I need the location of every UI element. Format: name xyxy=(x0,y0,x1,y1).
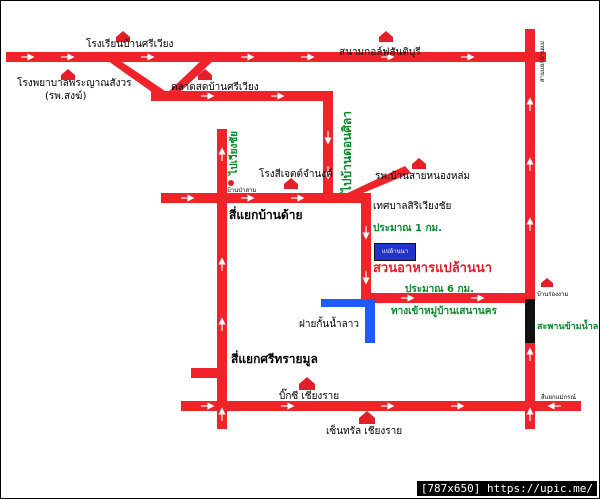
label-bridge: สะพานข้ามน้ำลาว xyxy=(537,322,599,332)
central-house-icon xyxy=(359,411,375,424)
road-sisaimun xyxy=(191,368,227,378)
rong-ngam-house-icon xyxy=(541,278,553,287)
road-restaurant-vertical xyxy=(361,193,371,303)
hospital-house-icon xyxy=(61,69,75,80)
label-approx-1km: ประมาณ 1 กม. xyxy=(373,223,442,234)
label-municipality: เทศบาลสิริเวียงชัย xyxy=(373,201,452,212)
label-small-mid: บ้านป่าสาม xyxy=(227,187,257,194)
road-diagonal-nonghlom xyxy=(341,166,411,198)
label-to-wiang-chai: ไปเวียงชัย xyxy=(229,131,240,175)
label-nonghlom: รพ.บ้านสายหนองหล่ม xyxy=(375,171,471,182)
road-top-left xyxy=(6,52,66,62)
jedi-house-icon xyxy=(284,178,298,189)
bridge-marker xyxy=(525,299,535,343)
label-bigc: บิ๊กซี เชียงราย xyxy=(279,391,340,402)
nonghlom-house-icon xyxy=(412,158,426,169)
school-house-icon xyxy=(116,31,130,42)
road-mid-vertical xyxy=(323,91,333,201)
bigc-house-icon xyxy=(299,377,315,390)
road-left-vertical xyxy=(217,129,227,429)
dam-marker xyxy=(321,299,375,343)
label-hospital: โรงพยาบาลพระญาณสังวร xyxy=(17,78,132,89)
label-approx-6km: ประมาณ 6 กม. xyxy=(405,284,474,295)
road-market xyxy=(151,91,331,101)
label-hospital-sub: (รพ.สงฆ์) xyxy=(45,91,87,102)
restaurant-logo: แปล้านนา xyxy=(374,243,416,261)
label-junction-sisaimun: สี่แยกศรีทรายมูล xyxy=(231,352,318,366)
label-restaurant: สวนอาหารแปล้านนา xyxy=(373,261,493,276)
market-house-icon xyxy=(198,69,212,80)
label-to-ban-don-sila: ไปบ้านดอนศิลา xyxy=(340,111,354,193)
label-to-village: ทางเข้าหมู่บ้านเสนานคร xyxy=(391,306,497,317)
road-diagonal-left xyxy=(101,56,171,97)
label-jedi: โรงสีเจตต์จำนงค์ xyxy=(259,169,333,180)
road-top xyxy=(6,52,546,62)
label-rong-ngam: บ้านร่องงาม xyxy=(537,291,569,298)
label-market: ตลาดสดบ้านศรีเวียง xyxy=(171,82,259,93)
label-school: โรงเรียนบ้านศรีเวียง xyxy=(86,39,174,50)
stadium-house-icon xyxy=(379,31,393,42)
label-junction-right: สี่แยกแม่กรณ์ xyxy=(541,394,576,401)
road-6km xyxy=(361,293,531,303)
road-jedi xyxy=(161,193,371,203)
image-credit: [787x650] https://upic.me/ xyxy=(416,481,597,496)
label-stadium: สนามกอล์ฟสันติบุรี xyxy=(339,47,421,58)
road-diagonal-right xyxy=(164,56,218,96)
direction-arrows xyxy=(21,53,561,421)
label-junction-ban-day: สี่แยกบ้านด้าย xyxy=(229,208,303,222)
label-dam: ฝายกั้นน้ำลาว xyxy=(299,319,360,330)
landmark-icons xyxy=(61,31,553,424)
wiang-chai-dot-icon xyxy=(228,180,234,186)
label-small-right-vert: สามแยกบ้านแม่ xyxy=(539,41,546,83)
label-central: เซ็นทรัล เชียงราย xyxy=(326,426,403,437)
